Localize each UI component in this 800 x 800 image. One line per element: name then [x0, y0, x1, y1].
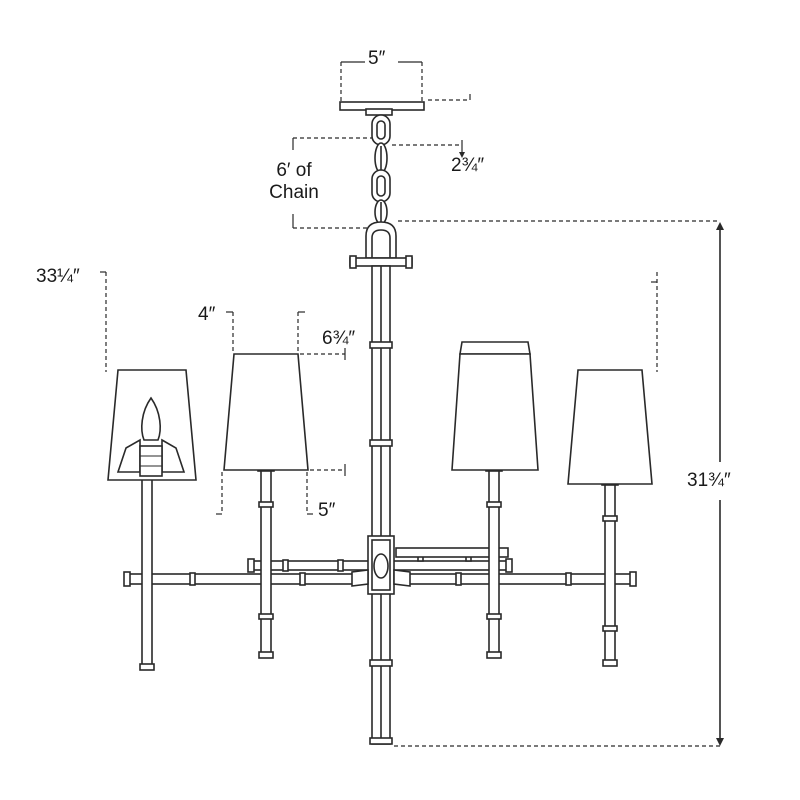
chain-length-label: 6′ of Chain — [269, 160, 319, 203]
chain-length-dimension — [292, 137, 372, 229]
shade-top-label: 4″ — [198, 304, 216, 325]
body-top-loop — [365, 221, 397, 259]
link-height-label: 2¾″ — [451, 155, 485, 176]
shade-bottom-label: 5″ — [318, 500, 336, 521]
link-height-dimension — [392, 140, 465, 158]
central-stem — [369, 265, 393, 745]
central-hub — [351, 535, 411, 595]
canopy — [339, 94, 471, 116]
canopy-width-dimension — [340, 61, 423, 102]
overall-height-label: 31¾″ — [687, 470, 731, 491]
shade-far-right — [567, 369, 653, 485]
shade-dimensions — [216, 311, 346, 515]
candle-bulb — [141, 396, 161, 441]
overall-width-label: 33¼″ — [36, 266, 80, 287]
arm-far-left — [139, 477, 155, 671]
arm-inner-left — [257, 463, 275, 659]
overall-width-dimension — [100, 271, 658, 372]
arm-far-right — [601, 477, 619, 667]
arm-inner-right — [485, 463, 503, 659]
shade-inner-right — [451, 341, 539, 471]
overall-height-dimension — [394, 220, 724, 747]
chain-top-loop — [371, 114, 391, 146]
shade-inner-left — [223, 353, 309, 471]
canopy-width-label: 5″ — [368, 48, 386, 69]
chain — [371, 142, 391, 225]
shade-height-label: 6¾″ — [322, 328, 356, 349]
